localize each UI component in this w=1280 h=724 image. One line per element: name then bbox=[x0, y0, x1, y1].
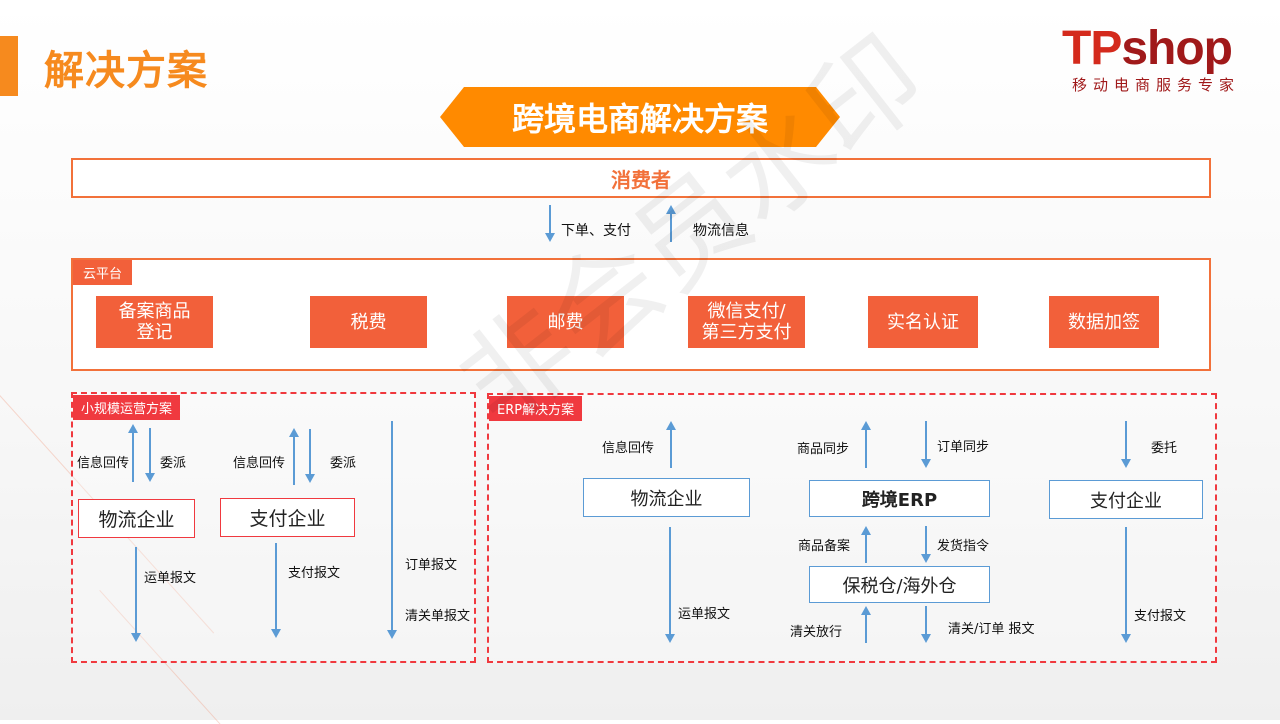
arrow-up-icon bbox=[289, 428, 299, 485]
bonded-warehouse-box: 保税仓/海外仓 bbox=[809, 566, 990, 603]
release-label: 清关放行 bbox=[790, 625, 843, 640]
small-scale-tag: 小规模运营方案 bbox=[73, 395, 181, 420]
assign-label: 委派 bbox=[330, 456, 357, 471]
arrow-down-icon bbox=[921, 606, 931, 643]
customs-msg-label: 清关单报文 bbox=[405, 609, 471, 624]
erp-panel bbox=[487, 393, 1217, 663]
page-title: 解决方案 bbox=[44, 48, 208, 94]
info-back-label: 信息回传 bbox=[233, 456, 286, 471]
arrow-down-icon bbox=[1121, 421, 1131, 468]
entrust-label: 委托 bbox=[1151, 441, 1178, 456]
logistics-info-label: 物流信息 bbox=[693, 223, 749, 239]
arrow-down-icon bbox=[665, 527, 675, 643]
solution-banner: 跨境电商解决方案 bbox=[440, 87, 840, 147]
pay-msg-label: 支付报文 bbox=[288, 566, 341, 581]
logo-tagline: 移动电商服务专家 bbox=[1072, 76, 1241, 94]
logo-shop: shop bbox=[1121, 22, 1233, 75]
watermark: 非会员水印 bbox=[436, 11, 949, 452]
order-msg-label: 订单报文 bbox=[405, 558, 458, 573]
waybill-label: 运单报文 bbox=[678, 607, 731, 622]
erp-tag: ERP解决方案 bbox=[489, 396, 583, 421]
arrow-up-icon bbox=[666, 205, 676, 242]
arrow-up-icon bbox=[861, 526, 871, 563]
arrow-down-icon bbox=[145, 428, 155, 482]
assign-label: 委派 bbox=[160, 456, 187, 471]
arrow-down-icon bbox=[1121, 527, 1131, 643]
arrow-down-icon bbox=[921, 526, 931, 563]
order-sync-label: 订单同步 bbox=[937, 440, 990, 455]
erp-payment-box: 支付企业 bbox=[1049, 480, 1203, 519]
ship-cmd-label: 发货指令 bbox=[937, 539, 990, 554]
arrow-down-icon bbox=[271, 543, 281, 638]
service-realname: 实名认证 bbox=[868, 296, 978, 348]
waybill-label: 运单报文 bbox=[144, 571, 197, 586]
cloud-platform-tag: 云平台 bbox=[73, 260, 133, 285]
info-back-label: 信息回传 bbox=[77, 456, 130, 471]
pay-msg-label: 支付报文 bbox=[1134, 609, 1187, 624]
order-pay-label: 下单、支付 bbox=[561, 223, 631, 239]
arrow-up-icon bbox=[666, 421, 676, 468]
accent-bar bbox=[0, 36, 18, 96]
service-payment: 微信支付/ 第三方支付 bbox=[688, 296, 805, 348]
cloud-platform-panel bbox=[71, 258, 1211, 371]
goods-sync-label: 商品同步 bbox=[797, 442, 850, 457]
erp-logistics-box: 物流企业 bbox=[583, 478, 750, 517]
arrow-down-icon bbox=[545, 205, 555, 242]
arrow-down-icon bbox=[921, 421, 931, 468]
arrow-up-icon bbox=[861, 606, 871, 643]
arrow-up-icon bbox=[861, 421, 871, 468]
service-record: 备案商品 登记 bbox=[96, 296, 213, 348]
arrow-down-icon bbox=[131, 547, 141, 642]
cross-border-erp-box: 跨境ERP bbox=[809, 480, 990, 517]
tpshop-logo: TPshop 移动电商服务专家 bbox=[1062, 24, 1252, 95]
arrow-down-icon bbox=[305, 429, 315, 483]
service-sign: 数据加签 bbox=[1049, 296, 1159, 348]
logo-tp: TP bbox=[1062, 22, 1122, 75]
service-postage: 邮费 bbox=[507, 296, 624, 348]
customs-order-label: 清关/订单 报文 bbox=[948, 622, 1035, 637]
consumer-box: 消费者 bbox=[71, 158, 1211, 198]
logistics-company-box: 物流企业 bbox=[78, 499, 195, 538]
service-tax: 税费 bbox=[310, 296, 427, 348]
payment-company-box: 支付企业 bbox=[220, 498, 355, 537]
info-back-label: 信息回传 bbox=[602, 441, 655, 456]
arrow-down-icon bbox=[387, 421, 397, 639]
goods-record-label: 商品备案 bbox=[798, 539, 851, 554]
arrow-up-icon bbox=[128, 424, 138, 482]
